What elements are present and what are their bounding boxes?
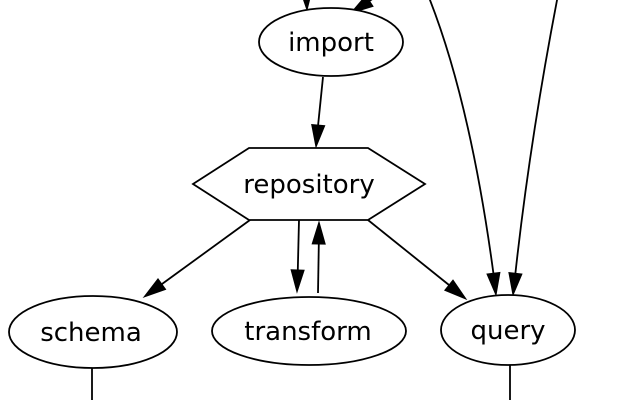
transform-label: transform: [244, 317, 371, 347]
import-label: import: [288, 28, 374, 58]
arrowhead-icon: [142, 277, 167, 299]
nodes: import repository schema transform query: [8, 7, 576, 369]
node-schema: schema: [8, 295, 178, 369]
edge-line: [161, 219, 251, 285]
edge-line: [317, 244, 320, 294]
node-query: query: [440, 294, 576, 366]
schema-label: schema: [40, 318, 142, 348]
edge-top-right-to-query: [508, 0, 558, 297]
arrowhead-icon: [303, 0, 311, 12]
arrowhead-icon: [486, 271, 501, 297]
node-repository: repository: [191, 147, 427, 221]
edge-transform-to-repository: [311, 220, 326, 294]
arrowhead-icon: [311, 123, 326, 149]
edge-import-to-repository: [311, 76, 326, 149]
arrowhead-icon: [443, 279, 468, 301]
node-transform: transform: [211, 296, 407, 366]
arrowhead-icon: [508, 272, 523, 297]
edge-line: [514, 0, 558, 274]
edge-line: [428, 0, 495, 274]
repository-label: repository: [243, 170, 374, 200]
edge-line: [296, 219, 300, 271]
edge-repository-to-schema: [142, 219, 251, 299]
edge-top-to-import: [303, 0, 311, 12]
edge-repository-to-transform: [290, 219, 305, 294]
repository-hexagon: [191, 147, 427, 221]
edges: [91, 0, 558, 400]
edge-line: [317, 76, 324, 127]
query-ellipse: [440, 294, 576, 366]
edge-repository-to-query: [367, 219, 468, 301]
import-ellipse: [258, 7, 404, 77]
schema-ellipse: [8, 295, 178, 369]
arrowhead-icon: [290, 269, 305, 294]
node-import: import: [258, 7, 404, 77]
edge-line: [368, 0, 373, 2]
edge-line: [367, 219, 450, 286]
edge-top-left-to-query: [428, 0, 501, 297]
query-label: query: [470, 316, 545, 346]
transform-ellipse: [211, 296, 407, 366]
arrowhead-icon: [311, 220, 326, 245]
